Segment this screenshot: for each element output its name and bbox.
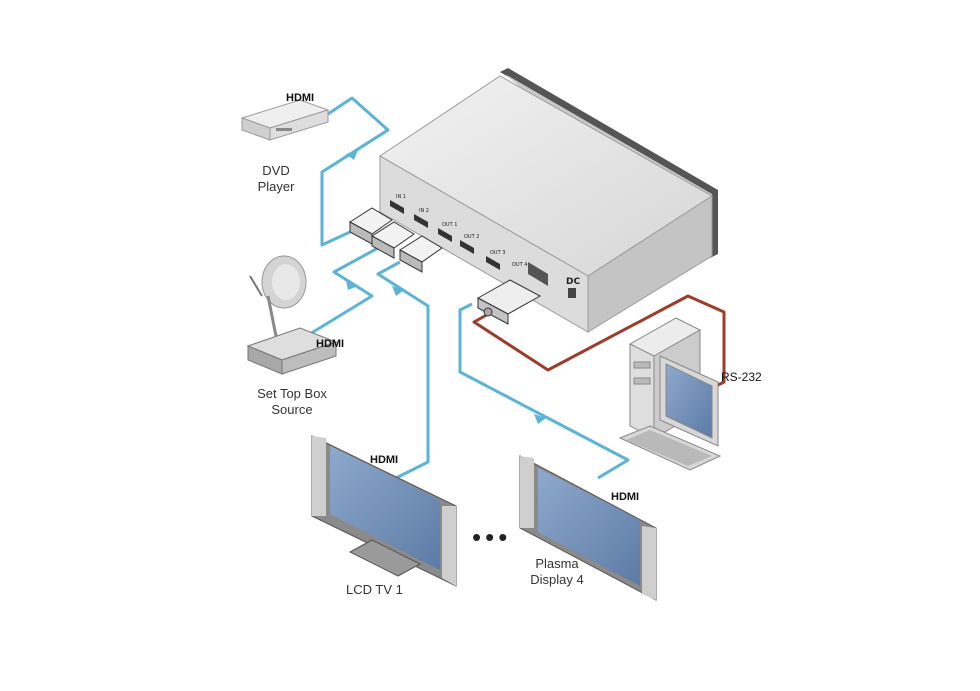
hdmi-cable-dvd [320, 96, 390, 247]
rs232-port [528, 262, 548, 286]
port-label-out2: OUT 2 [464, 234, 479, 240]
hdmi-distributor-device: IN 1 IN 2 OUT 1 OUT 2 OUT 3 OUT 4 DC [379, 68, 718, 333]
stb-label-line2: Source [271, 402, 313, 417]
hdmi-label-dvd: HDMI [286, 92, 315, 104]
dc-port [568, 288, 576, 298]
dvd-player-label: DVD Player [248, 163, 304, 195]
satellite-dish-icon [249, 255, 307, 337]
hdmi-label-settopbox: HDMI [316, 338, 345, 350]
port-label-dc: DC [566, 277, 580, 287]
port-label-out1: OUT 1 [442, 222, 457, 228]
hdmi-label-lcd: HDMI [370, 454, 399, 466]
set-top-box-icon [246, 327, 338, 375]
hdmi-ports [390, 200, 500, 270]
hdmi-label-plasma: HDMI [611, 491, 640, 503]
dvd-player-icon [240, 99, 330, 141]
rs232-connector-icon [476, 279, 542, 325]
hdmi-cable-settopbox [299, 246, 379, 342]
rs232-label: RS-232 [721, 370, 762, 384]
ellipsis-indicator: ••• [472, 522, 512, 552]
stb-label-line1: Set Top Box [257, 386, 327, 401]
rs232-cable [472, 294, 726, 394]
port-label-out3: OUT 3 [490, 250, 505, 256]
plasma-label-line1: Plasma [535, 556, 579, 571]
settopbox-label: Set Top Box Source [244, 386, 340, 418]
computer-icon [618, 317, 722, 471]
hdmi-connector-icon [349, 207, 443, 273]
port-label-in2: IN 2 [419, 208, 429, 214]
dvd-label-line1: DVD [262, 163, 290, 178]
dvd-label-line2: Player [257, 179, 295, 194]
plasma-display-label: Plasma Display 4 [522, 556, 592, 588]
port-label-in1: IN 1 [396, 194, 406, 200]
plasma-label-line2: Display 4 [530, 572, 584, 587]
plasma-display-icon [519, 455, 657, 601]
lcd-tv-label: LCD TV 1 [346, 582, 403, 597]
hdmi-cable-lcd [376, 260, 430, 482]
lcd-tv-icon [311, 435, 457, 587]
port-label-out4: OUT 4 [512, 262, 527, 268]
hdmi-cable-plasma [458, 302, 630, 480]
